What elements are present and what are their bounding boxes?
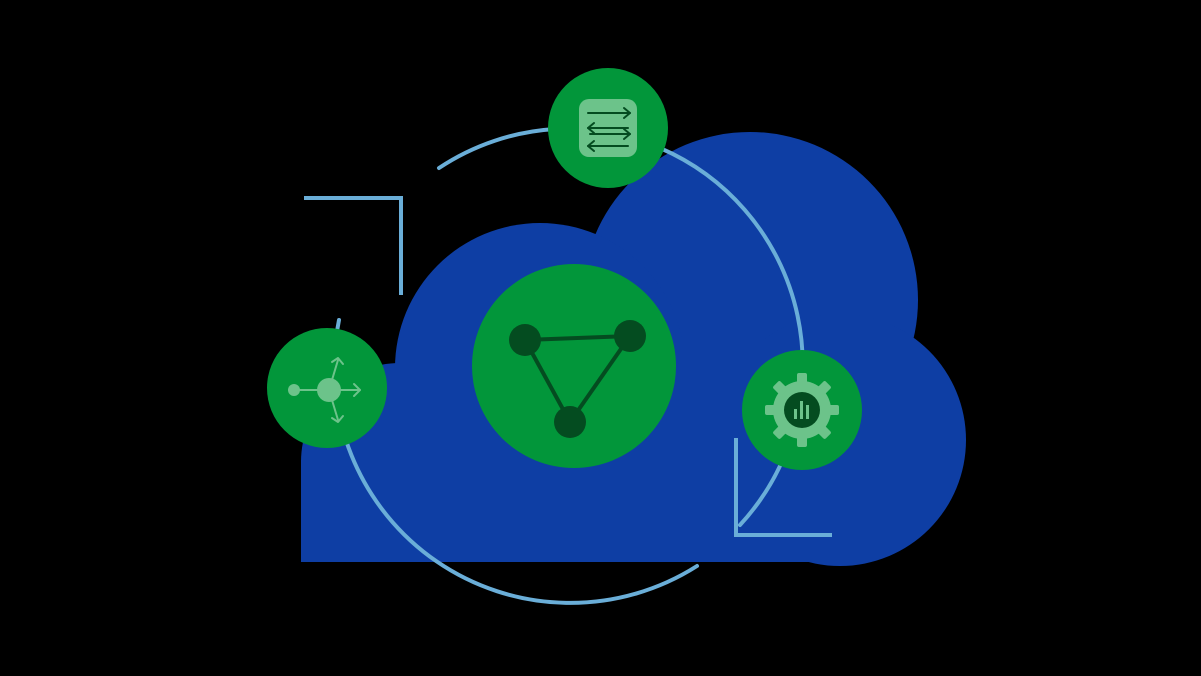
cycle-arc-top	[437, 127, 557, 170]
data-exchange-icon	[548, 68, 668, 188]
arrow-head-bottom-right	[734, 438, 832, 537]
cycle-arc-right	[658, 146, 805, 527]
arrow-head-top-left	[304, 196, 403, 295]
distribution-node-icon	[267, 328, 387, 448]
network-triangle-icon	[472, 264, 676, 468]
gear-analytics-icon	[742, 350, 862, 470]
